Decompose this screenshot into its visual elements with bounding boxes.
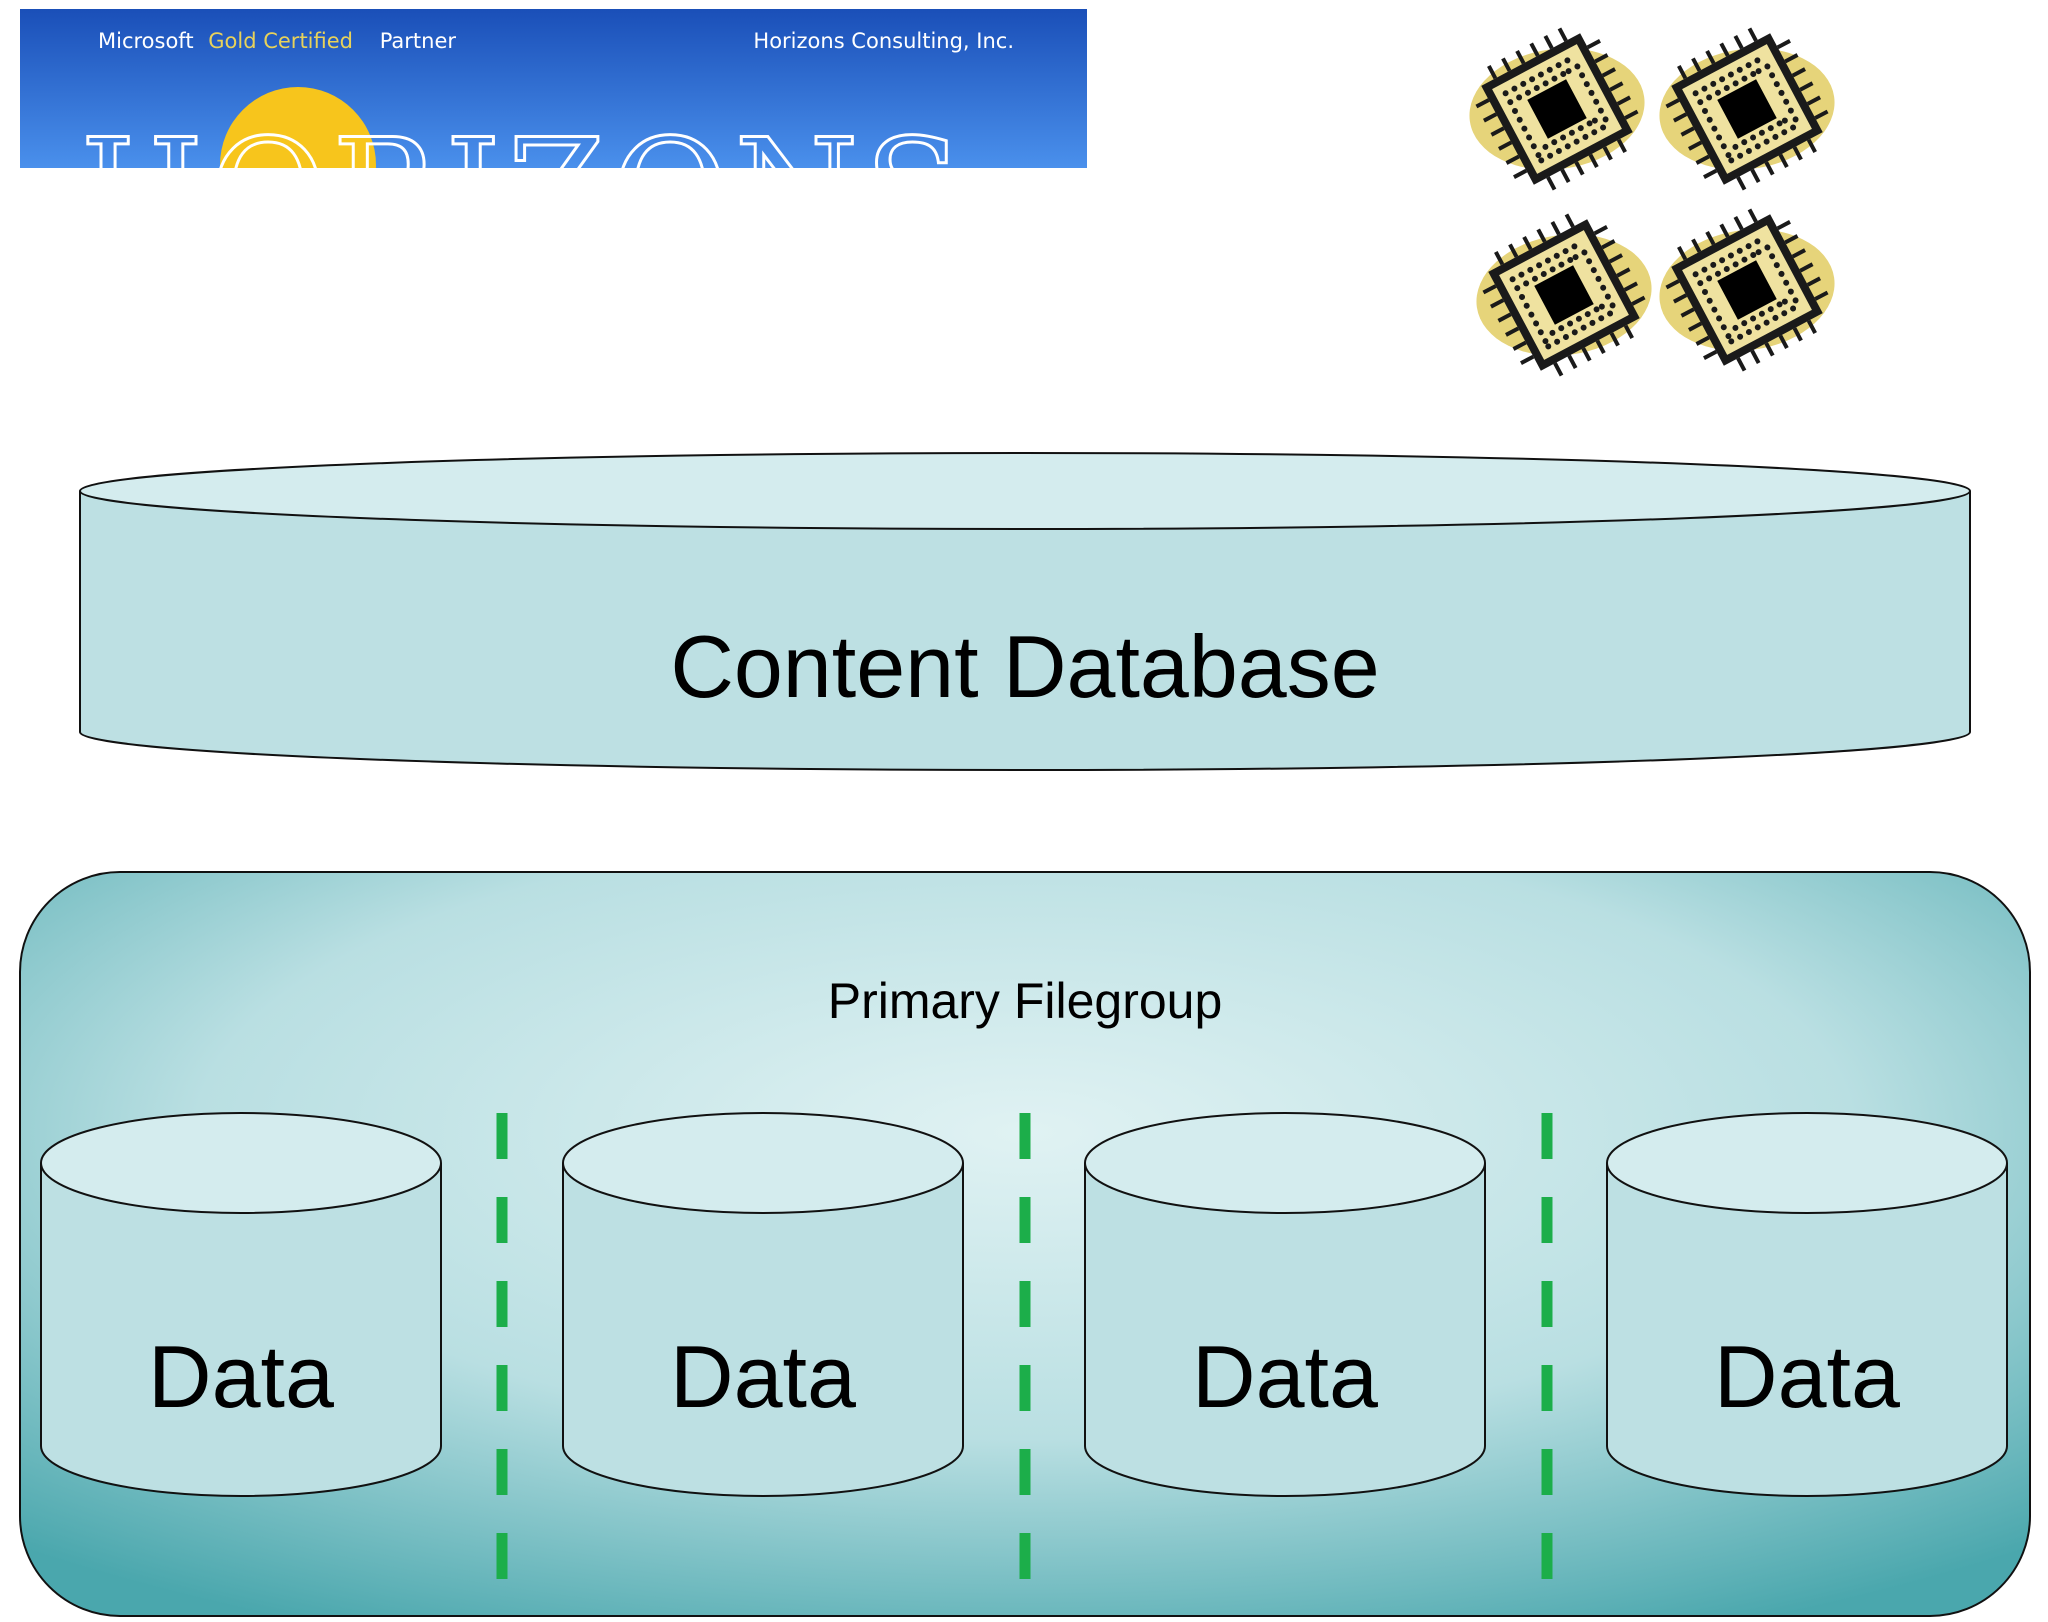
filegroup-label: Primary Filegroup [828, 973, 1223, 1029]
logo-tagline-gold: Gold Certified [208, 29, 353, 53]
data-file-cylinder [1084, 1112, 1486, 1497]
logo-sky [20, 9, 1087, 168]
cpu-chip-icon [1466, 198, 1662, 392]
data-file-cylinder [562, 1112, 964, 1497]
data-file-cylinder [1606, 1112, 2008, 1497]
cpu-chip-icon [1459, 12, 1655, 206]
cpu-chip-icon [1649, 193, 1845, 387]
content-database: Content Database [79, 452, 1971, 771]
processor-group [1459, 12, 1845, 392]
data-file-label: Data [1714, 1327, 1900, 1426]
data-file: Data [1084, 1112, 1486, 1497]
logo-tagline-left: Microsoft Gold Certified Partner [98, 29, 456, 53]
logo-tagline-microsoft: Microsoft [98, 29, 194, 53]
logo-wordmark: HORIZONS [80, 109, 968, 274]
logo-sun-icon [220, 87, 376, 168]
content-database-top [79, 452, 1971, 530]
data-file: Data [1606, 1112, 2008, 1497]
logo-tagline-right: Horizons Consulting, Inc. [753, 29, 1014, 53]
cpu-chip-icon [1649, 12, 1845, 206]
horizons-logo: HORIZONS Microsoft Gold Certified Partne… [20, 9, 1087, 274]
data-file-label: Data [670, 1327, 856, 1426]
data-file-label: Data [1192, 1327, 1378, 1426]
primary-filegroup: Primary Filegroup Data Data Data Data [19, 871, 2031, 1617]
data-file-label: Data [148, 1327, 334, 1426]
logo-tagline-partner: Partner [380, 29, 457, 53]
data-file: Data [562, 1112, 964, 1497]
filegroup-container [19, 871, 2031, 1617]
data-file-cylinder [40, 1112, 442, 1497]
content-database-label: Content Database [670, 617, 1379, 716]
content-database-body [79, 491, 1971, 771]
data-file: Data [40, 1112, 442, 1497]
